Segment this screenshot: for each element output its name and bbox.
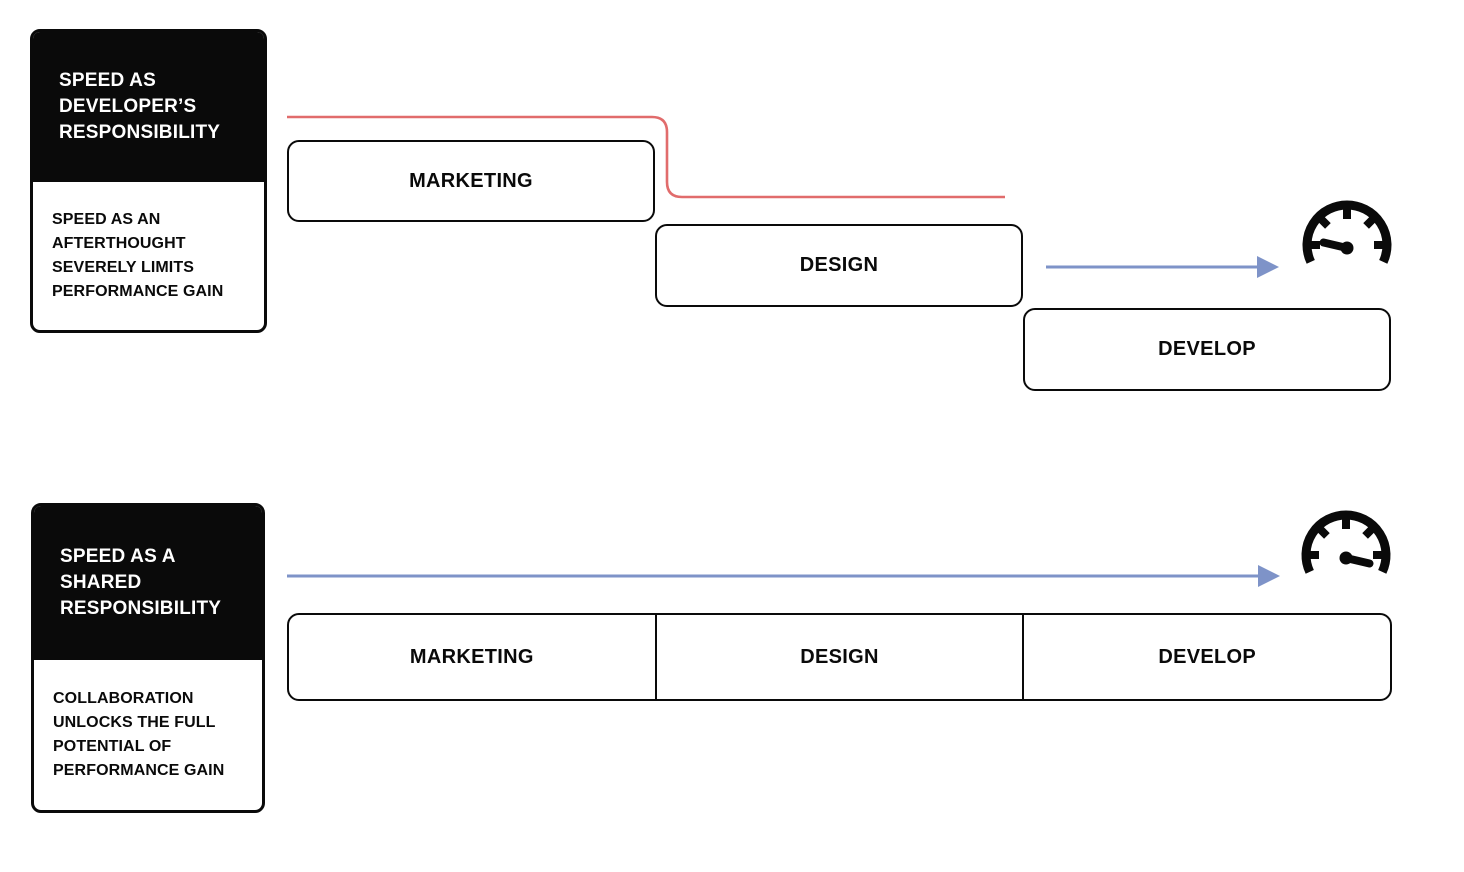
phase-box-marketing: MARKETING bbox=[287, 140, 655, 222]
shared-card-body: COLLABORATION UNLOCKS THE FULL POTENTIAL… bbox=[34, 660, 262, 810]
shared-phase-row: MARKETING DESIGN DEVELOP bbox=[287, 613, 1392, 701]
phase-segment-design: DESIGN bbox=[654, 615, 1023, 699]
speedometer-fast-icon bbox=[1301, 510, 1391, 574]
waterfall-card-header: SPEED AS DEVELOPER’S RESPONSIBILITY bbox=[33, 32, 264, 182]
waterfall-card-body: SPEED AS AN AFTERTHOUGHT SEVERELY LIMITS… bbox=[33, 182, 264, 330]
speedometer-slow-icon bbox=[1302, 200, 1392, 264]
phase-segment-marketing: MARKETING bbox=[289, 615, 655, 699]
shared-info-card: SPEED AS A SHARED RESPONSIBILITY COLLABO… bbox=[31, 503, 265, 813]
phase-label: MARKETING bbox=[409, 169, 533, 192]
phase-label: DEVELOP bbox=[1158, 645, 1257, 668]
short-speed-arrow-head bbox=[1257, 256, 1279, 278]
long-speed-arrow-head bbox=[1258, 565, 1280, 587]
phase-label: DEVELOP bbox=[1158, 338, 1256, 360]
waterfall-info-card: SPEED AS DEVELOPER’S RESPONSIBILITY SPEE… bbox=[30, 29, 267, 333]
phase-label: DESIGN bbox=[800, 645, 879, 668]
phase-label: DESIGN bbox=[799, 254, 879, 276]
shared-card-subtitle: COLLABORATION UNLOCKS THE FULL POTENTIAL… bbox=[53, 690, 225, 779]
waterfall-card-title: SPEED AS DEVELOPER’S RESPONSIBILITY bbox=[59, 70, 221, 143]
phase-segment-develop: DEVELOP bbox=[1022, 615, 1390, 699]
phase-box-develop: DEVELOP bbox=[1023, 308, 1391, 391]
phase-label: MARKETING bbox=[409, 645, 534, 668]
shared-card-header: SPEED AS A SHARED RESPONSIBILITY bbox=[34, 506, 262, 660]
waterfall-card-subtitle: SPEED AS AN AFTERTHOUGHT SEVERELY LIMITS… bbox=[52, 211, 224, 300]
phase-box-design: DESIGN bbox=[655, 224, 1023, 307]
shared-card-title: SPEED AS A SHARED RESPONSIBILITY bbox=[60, 546, 222, 619]
